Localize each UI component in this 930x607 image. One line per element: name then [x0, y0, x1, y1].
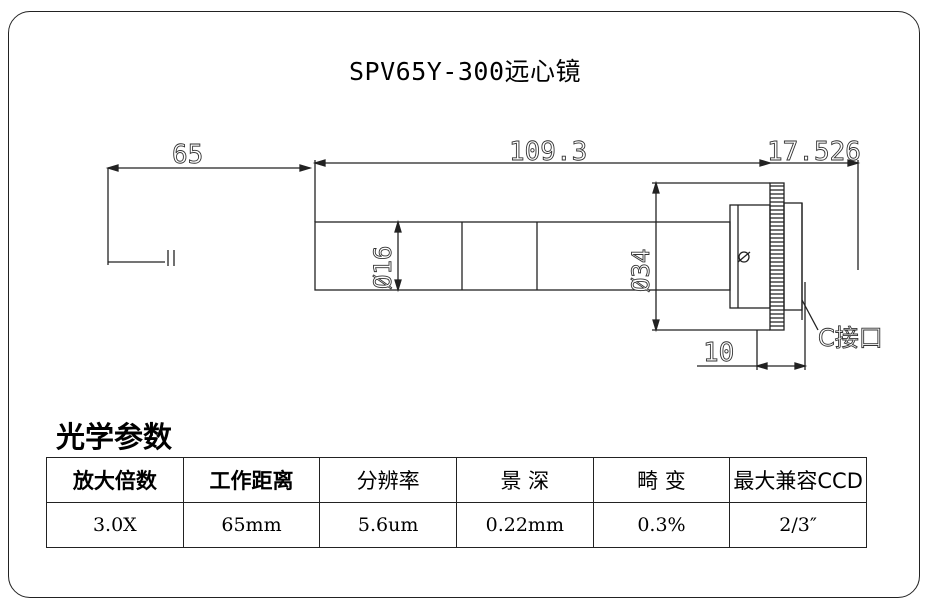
c-mount-label: C接口	[818, 324, 883, 352]
table-row: 3.0X 65mm 5.6um 0.22mm 0.3% 2/3″	[46, 502, 867, 548]
header-working-distance: 工作距离	[182, 457, 321, 503]
header-magnification: 放大倍数	[46, 457, 184, 503]
dim-working-distance: 65	[172, 140, 203, 170]
params-section-title: 光学参数	[56, 420, 173, 454]
value-max-ccd: 2/3″	[729, 502, 867, 548]
dim-body-length: 109.3	[509, 137, 587, 167]
header-max-ccd: 最大兼容CCD	[729, 457, 867, 503]
dim-tube-diameter: Ø16	[369, 246, 397, 289]
value-depth-of-field: 0.22mm	[455, 502, 594, 548]
header-depth-of-field: 景 深	[455, 457, 594, 503]
value-working-distance: 65mm	[182, 502, 321, 548]
table-header-row: 放大倍数 工作距离 分辨率 景 深 畸 变 最大兼容CCD	[46, 457, 867, 503]
header-resolution: 分辨率	[319, 457, 457, 503]
optical-params-table: 放大倍数 工作距离 分辨率 景 深 畸 变 最大兼容CCD 3.0X 65mm …	[46, 457, 867, 548]
drawing-title: SPV65Y-300远心镜	[348, 57, 581, 86]
value-distortion: 0.3%	[592, 502, 731, 548]
drawing-frame	[8, 11, 920, 598]
dim-lens-diameter: Ø34	[627, 249, 655, 292]
dim-end-length: 17.526	[767, 137, 861, 167]
header-distortion: 畸 变	[592, 457, 731, 503]
value-resolution: 5.6um	[319, 502, 457, 548]
value-magnification: 3.0X	[46, 502, 184, 548]
dim-flange-length: 10	[703, 338, 734, 368]
